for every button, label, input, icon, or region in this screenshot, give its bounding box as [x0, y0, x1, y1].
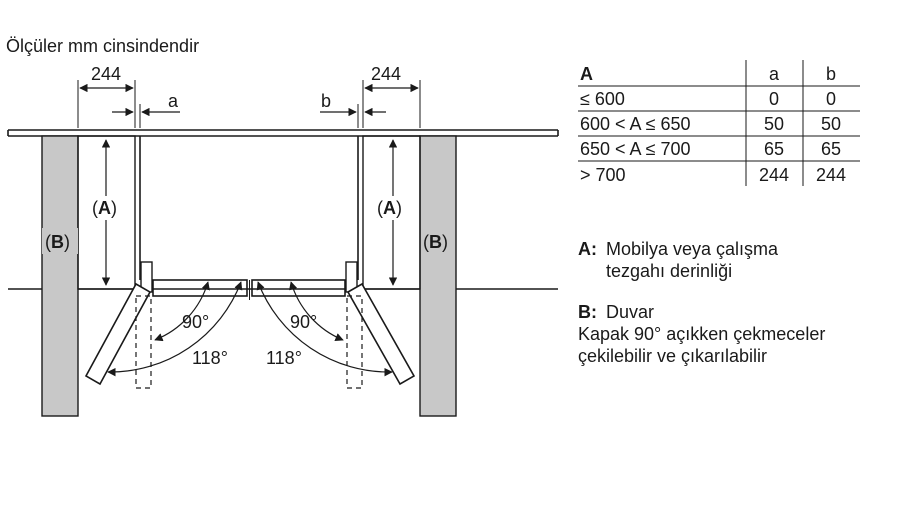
- dim-depth-right-mask: [378, 196, 408, 220]
- angle-90-right-label: 90°: [290, 312, 317, 332]
- dim-b-label: b: [321, 91, 331, 111]
- arc-118-right: [256, 281, 393, 377]
- table-row-3-b: 65: [821, 139, 841, 159]
- legend-a-line2: tezgahı derinliği: [606, 261, 732, 281]
- table-row-2-range: 600 < A ≤ 650: [580, 114, 690, 134]
- table-row-2-a: 50: [764, 114, 784, 134]
- angle-118-left-label: 118°: [192, 348, 228, 368]
- fridge-body: [139, 136, 359, 300]
- angle-90-left-label: 90°: [182, 312, 209, 332]
- dim-a-label: a: [168, 91, 179, 111]
- arc-118-left: [107, 281, 243, 377]
- dim-depth-left-label: (A): [92, 198, 117, 218]
- dim-244-left-label: 244: [91, 64, 121, 84]
- wall-right: [419, 135, 457, 417]
- dim-244-right-label: 244: [371, 64, 401, 84]
- legend-b-line2: Kapak 90° açıkken çekmeceler: [578, 324, 825, 344]
- legend-b-line1: Duvar: [606, 302, 654, 322]
- legend-a-line1: Mobilya veya çalışma: [606, 239, 779, 259]
- table-header-a-range: A: [580, 64, 593, 84]
- table-row-4-range: > 700: [580, 165, 626, 185]
- table-row-4-b: 244: [816, 165, 846, 185]
- table-row-1-range: ≤ 600: [580, 89, 625, 109]
- wall-left-label: (B): [45, 232, 70, 252]
- cabinet-left: [77, 135, 136, 290]
- dim-depth-right-label: (A): [377, 198, 402, 218]
- legend-b-key: B:: [578, 302, 597, 322]
- legend-b-line3: çekilebilir ve çıkarılabilir: [578, 346, 767, 366]
- table-row-3-a: 65: [764, 139, 784, 159]
- extension-lines: [77, 80, 421, 128]
- table-header-b: b: [826, 64, 836, 84]
- table-row-1-a: 0: [769, 89, 779, 109]
- countertop: [7, 129, 559, 137]
- table-row-3-range: 650 < A ≤ 700: [580, 139, 690, 159]
- wall-left-label-bg: [42, 228, 78, 254]
- table-row-1-b: 0: [826, 89, 836, 109]
- table-row-2-b: 50: [821, 114, 841, 134]
- table-header-a: a: [769, 64, 780, 84]
- table-row-4-a: 244: [759, 165, 789, 185]
- dim-depth-left-mask: [93, 196, 123, 220]
- gap-table: [578, 60, 860, 186]
- legend-a-key: A:: [578, 239, 597, 259]
- wall-left: [41, 135, 79, 417]
- measurement-note: Ölçüler mm cinsindendir: [6, 36, 199, 56]
- wall-right-label: (B): [423, 232, 448, 252]
- angle-118-right-label: 118°: [266, 348, 302, 368]
